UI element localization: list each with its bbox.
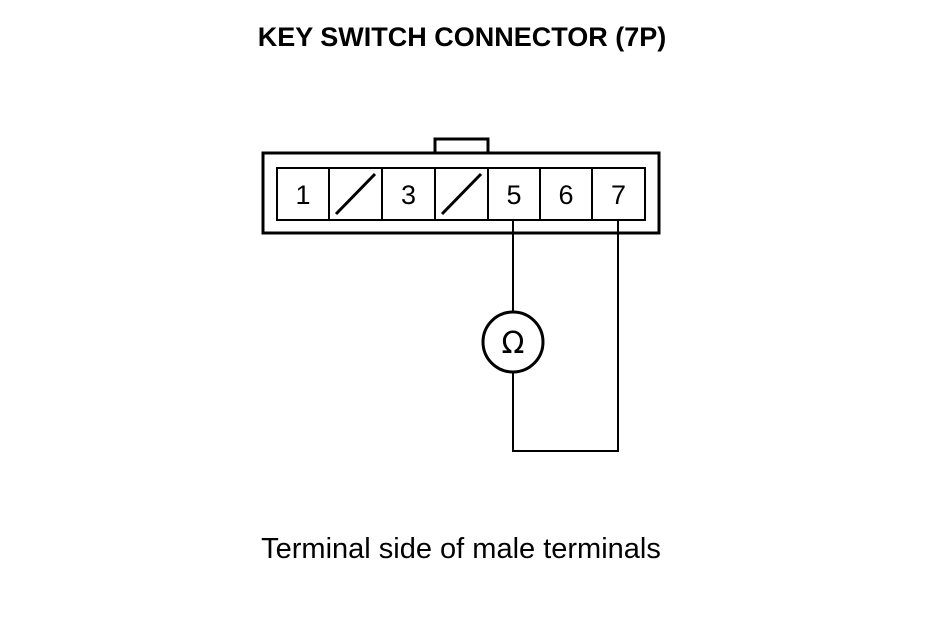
terminal-number: 6 <box>558 180 573 210</box>
terminal-number: 5 <box>506 180 521 210</box>
terminal-6: 6 <box>539 167 593 221</box>
unused-terminal-slash <box>334 172 377 216</box>
terminal-blank-2 <box>328 167 383 221</box>
terminal-number: 1 <box>295 180 310 210</box>
terminal-cell-box <box>487 167 541 221</box>
diagram-title: KEY SWITCH CONNECTOR (7P) <box>257 22 667 52</box>
terminal-cells: 1 3 5 6 7 <box>276 167 646 221</box>
terminal-number: 7 <box>611 180 626 210</box>
terminal-3: 3 <box>381 167 436 221</box>
diagram-caption: Terminal side of male terminals <box>261 533 661 565</box>
terminal-number: 3 <box>401 180 416 210</box>
terminal-1: 1 <box>276 167 330 221</box>
terminal-blank-4 <box>434 167 489 221</box>
unused-terminal-slash <box>440 172 483 216</box>
ohmmeter-icon: Ω <box>481 310 545 374</box>
test-lead-pin7 <box>512 220 619 452</box>
ohm-symbol: Ω <box>502 326 525 361</box>
terminal-cell-box <box>591 167 646 221</box>
terminal-cell-box <box>276 167 330 221</box>
terminal-7: 7 <box>591 167 646 221</box>
terminal-5: 5 <box>487 167 541 221</box>
